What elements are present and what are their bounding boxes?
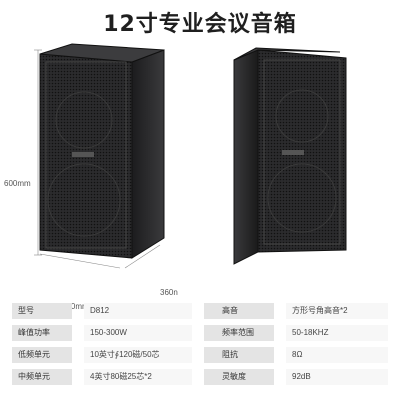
dimension-height-label: 600mm [4,179,31,188]
spec-label: 灵敏度 [204,369,274,385]
speaker-right [233,47,347,265]
spec-label: 高音 [204,303,274,319]
speaker-left [39,43,165,259]
depth-dimension-line [124,244,161,269]
dimension-depth-label: 360n [160,288,178,297]
dimension-width-label: 340mm [62,302,89,311]
spec-label: 中频单元 [12,369,72,385]
spec-value: 150-300W [84,325,192,341]
speaker-illustration [34,43,347,269]
spec-row: 低频单元 10英寸∮120磁/50芯 阻抗 8Ω [0,344,400,366]
spec-value: 50-18KHZ [286,325,388,341]
spec-value: 92dB [286,369,388,385]
width-dimension-line [39,253,121,269]
spec-value: 10英寸∮120磁/50芯 [84,347,192,363]
spec-value: 方形号角高音*2 [286,303,388,319]
spec-table: 型号 D812 高音 方形号角高音*2 峰值功率 150-300W 频率范围 5… [0,300,400,388]
logo-badge-icon [72,152,94,157]
spec-row: 中频单元 4英寸80磁25芯*2 灵敏度 92dB [0,366,400,388]
product-photo-area: 600mm 340mm 360n [0,40,400,311]
spec-label: 频率范围 [204,325,274,341]
spec-label: 阻抗 [204,347,274,363]
spec-row: 峰值功率 150-300W 频率范围 50-18KHZ [0,322,400,344]
page-title: 12寸专业会议音箱 [103,12,297,37]
spec-value: 4英寸80磁25芯*2 [84,369,192,385]
spec-row: 型号 D812 高音 方形号角高音*2 [0,300,400,322]
logo-badge-icon [282,150,304,155]
spec-value: 8Ω [286,347,388,363]
spec-label: 型号 [12,303,72,319]
spec-label: 峰值功率 [12,325,72,341]
spec-label: 低频单元 [12,347,72,363]
height-dimension-line [34,49,42,256]
spec-value: D812 [84,303,192,319]
